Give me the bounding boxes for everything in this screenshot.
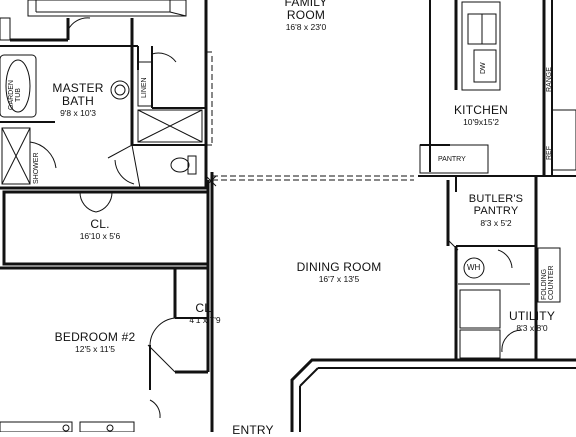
closet-2-label: CL. 4'1 x 7'9 [180, 302, 230, 325]
butlers-pantry-dims: 8'3 x 5'2 [480, 218, 512, 228]
bedroom-2-label: BEDROOM #2 12'5 x 11'5 [40, 331, 150, 354]
range-label: RANGE [546, 67, 553, 92]
utility-walls [454, 176, 561, 360]
kitchen-name: KITCHEN [453, 103, 509, 117]
garden-tub-text-1: GARDEN [8, 80, 15, 110]
linen-label: LINEN [141, 77, 148, 98]
master-bath-dims: 9'8 x 10'3 [60, 108, 96, 118]
entry-walls [0, 421, 135, 432]
bedroom-2-name: BEDROOM #2 [54, 330, 136, 344]
range-text: RANGE [546, 67, 553, 92]
utility-dims: 8'3 x 8'0 [516, 323, 548, 333]
refrigerator-text: REF [546, 146, 553, 160]
dishwasher-label: DW [480, 62, 487, 74]
pantry-text: PANTRY [438, 156, 466, 163]
utility-name: UTILITY [508, 309, 556, 323]
shower [1, 127, 57, 185]
closet-2-name: CL. [195, 301, 215, 315]
kitchen-dims: 10'9x15'2 [463, 117, 499, 127]
bedroom-2-dims: 12'5 x 11'5 [75, 344, 115, 354]
kitchen-walls [418, 0, 576, 192]
entry-name: ENTRY [232, 423, 274, 437]
entry-label: ENTRY [228, 424, 278, 436]
master-bath-name-1: MASTER [52, 81, 104, 95]
linen-closet [137, 61, 153, 107]
vanity-sink [110, 80, 130, 100]
refrigerator-label: REF [546, 146, 553, 160]
closet-1-label: CL. 16'10 x 5'6 [70, 218, 130, 241]
closet-2-dims: 4'1 x 7'9 [189, 315, 221, 325]
dining-room-name: DINING ROOM [296, 260, 382, 274]
butlers-pantry-name-1: BUTLER'S [468, 193, 524, 205]
walk-in-shower [137, 109, 203, 143]
butlers-pantry-name-2: PANTRY [473, 205, 519, 217]
family-room-name-1: FAMILY [284, 0, 328, 9]
toilet [107, 144, 197, 189]
closet-1-dims: 16'10 x 5'6 [79, 231, 121, 241]
top-left-wall-detail [0, 0, 187, 42]
folding-counter-text-1: FOLDING [541, 268, 548, 300]
closet-1-name: CL. [90, 217, 110, 231]
master-bath-label: MASTER BATH 9'8 x 10'3 [48, 82, 108, 118]
utility-label: UTILITY 8'3 x 8'0 [502, 310, 562, 333]
linen-text: LINEN [141, 77, 148, 98]
pantry-label: PANTRY [438, 156, 466, 163]
dining-room-label: DINING ROOM 16'7 x 13'5 [284, 261, 394, 284]
family-room-dims: 16'8 x 23'0 [285, 22, 327, 32]
bedroom-walls [0, 180, 210, 419]
family-room-opening [205, 51, 217, 187]
family-room-label: FAMILY ROOM 16'8 x 23'0 [266, 0, 346, 32]
water-heater-label: WH [467, 264, 480, 272]
master-bath-walls [0, 0, 208, 190]
shower-label: SHOWER [33, 153, 40, 185]
master-bath-name-2: BATH [62, 94, 94, 108]
garden-tub-label: GARDEN TUB [8, 80, 22, 110]
kitchen-label: KITCHEN 10'9x15'2 [446, 104, 516, 127]
family-room-name-2: ROOM [286, 8, 326, 22]
dishwasher-text: DW [480, 62, 487, 74]
shower-text: SHOWER [33, 152, 40, 185]
dining-room-dims: 16'7 x 13'5 [318, 274, 360, 284]
garden-tub-text-2: TUB [15, 88, 22, 103]
butlers-pantry-label: BUTLER'S PANTRY 8'3 x 5'2 [466, 194, 526, 228]
dining-walls [210, 172, 576, 432]
folding-counter-label: FOLDING COUNTER [541, 265, 555, 300]
garden-tub [0, 54, 37, 118]
water-heater-text: WH [467, 263, 481, 272]
folding-counter-text-2: COUNTER [548, 265, 555, 300]
